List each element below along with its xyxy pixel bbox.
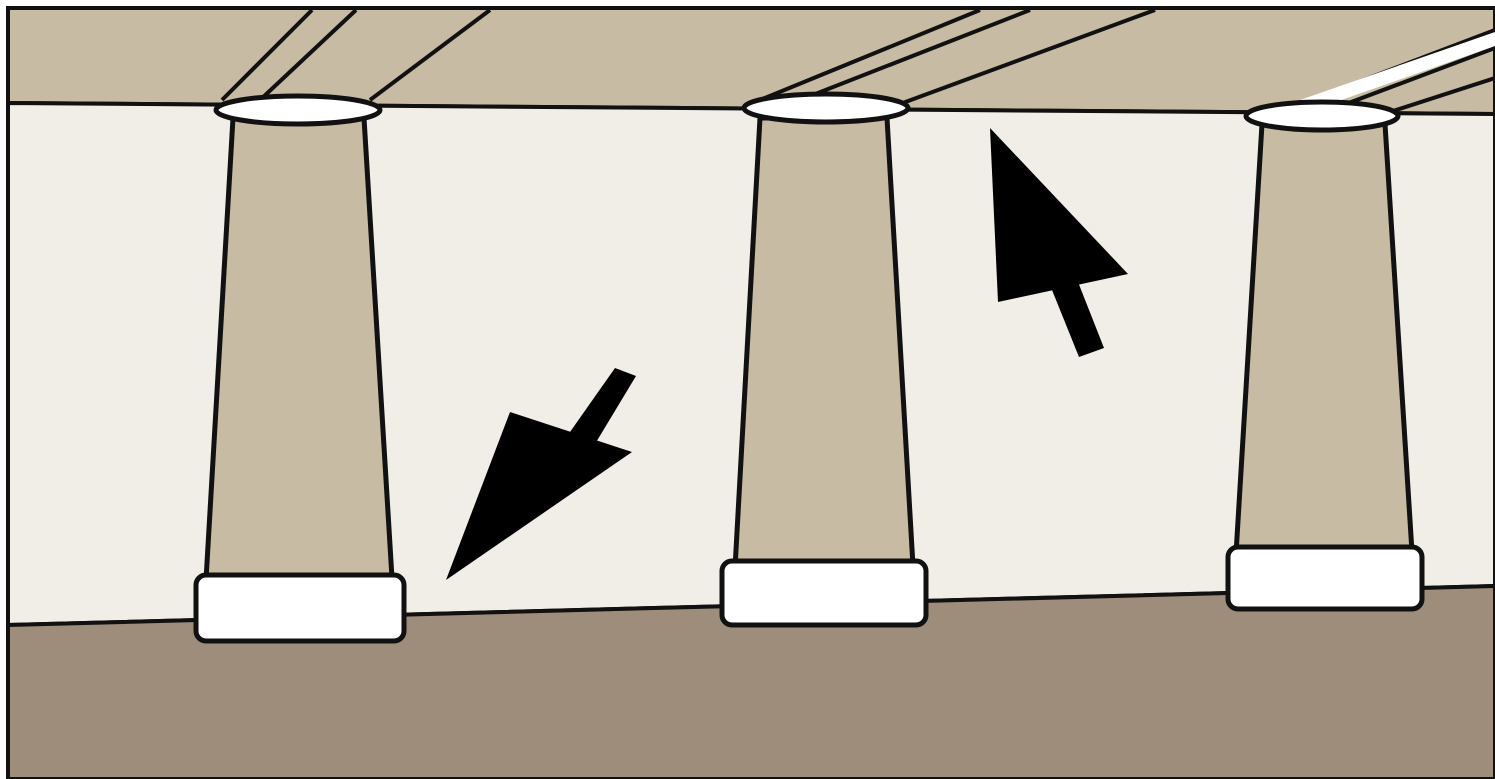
column-left-shaft xyxy=(206,118,392,580)
column-middle-shaft xyxy=(735,118,913,568)
column-right-shaft xyxy=(1236,124,1412,554)
column-middle-base xyxy=(722,561,926,625)
column-left-base xyxy=(196,575,404,641)
column-right-base xyxy=(1228,547,1422,609)
column-left-cap xyxy=(216,96,380,124)
ceiling xyxy=(8,8,1495,114)
column-middle-cap xyxy=(744,94,908,122)
column-right-cap xyxy=(1246,102,1398,130)
